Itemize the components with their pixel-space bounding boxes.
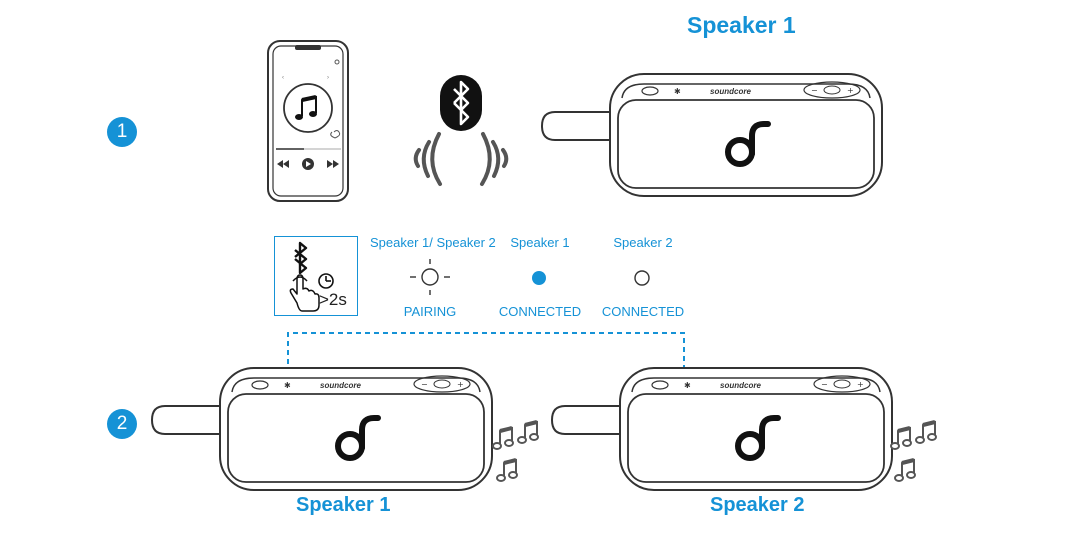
speaker-bottom-left [150, 365, 490, 495]
step-badge-1: 1 [107, 117, 137, 147]
hand-press-icon [289, 274, 320, 312]
music-note-icon [295, 95, 317, 120]
speaker-top [542, 70, 882, 200]
pairing-led-icon [410, 259, 450, 295]
svg-text:›: › [327, 75, 329, 81]
press-instruction-box: >2s [274, 236, 358, 316]
connected-led-filled-icon [532, 271, 546, 285]
indicator-state-connected-2: CONNECTED [601, 304, 685, 319]
bluetooth-icon [440, 75, 482, 131]
clock-icon [318, 273, 334, 289]
signal-waves-left [413, 132, 442, 186]
signal-waves-right [480, 132, 509, 186]
speaker-top-title: Speaker 1 [687, 12, 796, 38]
step-badge-2: 2 [107, 409, 137, 439]
music-notes-right [889, 420, 938, 483]
bluetooth-signal [413, 75, 509, 186]
indicator-state-connected-1: CONNECTED [498, 304, 582, 319]
connected-led-outline-icon [634, 270, 650, 286]
indicator-speaker-label-3: Speaker 2 [613, 235, 673, 250]
bluetooth-icon [294, 241, 308, 275]
speaker-bottom-right-title: Speaker 2 [710, 494, 805, 516]
press-duration-label: >2s [319, 290, 347, 309]
speaker-bottom-right [550, 365, 890, 495]
indicator-state-pairing: PAIRING [403, 304, 457, 319]
speaker-bottom-left-title: Speaker 1 [296, 494, 391, 516]
indicator-speaker-label-2: Speaker 1 [510, 235, 570, 250]
phone-illustration: ‹ › [267, 40, 349, 202]
indicator-speaker-label-1: Speaker 1/ Speaker 2 [370, 235, 496, 250]
music-notes-left [491, 420, 540, 483]
svg-text:‹: ‹ [282, 75, 284, 81]
